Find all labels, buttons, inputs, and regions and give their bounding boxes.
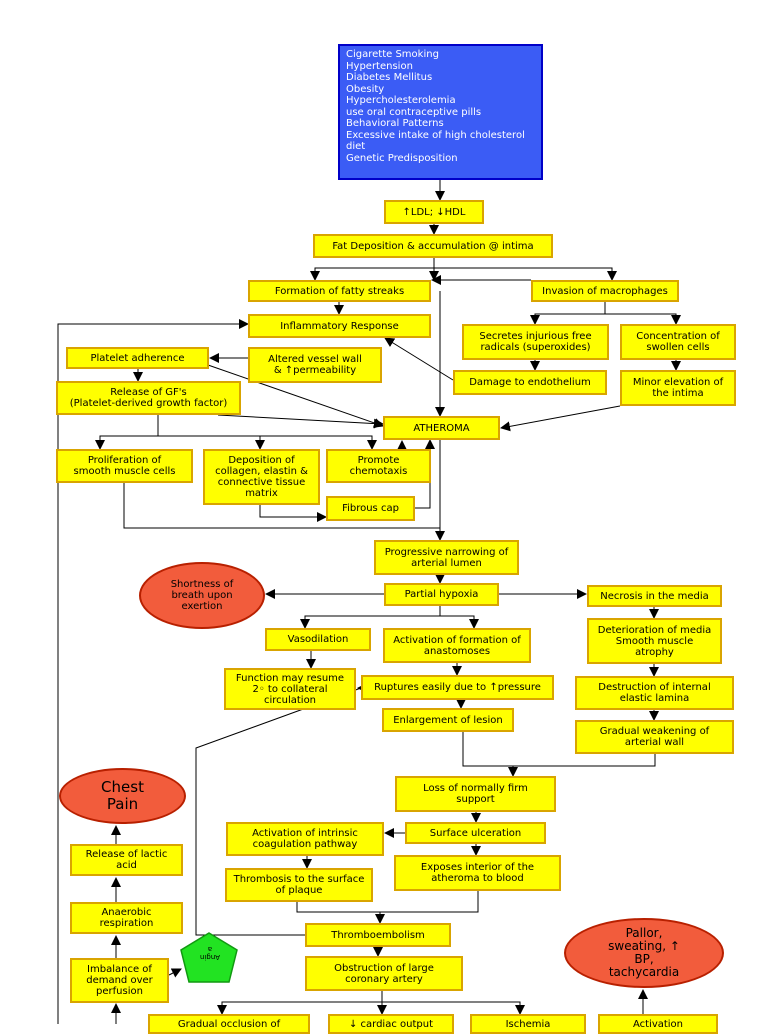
shortness-of-breath-oval: Shortness of breath upon exertion bbox=[139, 562, 265, 629]
connector-line bbox=[207, 364, 384, 428]
connector-line bbox=[300, 606, 441, 629]
node-ruptures: Ruptures easily due to ↑pressure bbox=[361, 675, 554, 700]
risk-factor-item: Hypercholesterolemia bbox=[346, 95, 456, 106]
connector-line bbox=[195, 687, 362, 936]
node-platelet-adherence: Platelet adherence bbox=[66, 347, 209, 369]
connector-line bbox=[57, 319, 249, 1024]
angina-label: Angin a bbox=[199, 945, 221, 961]
node-bottom-4: Activation bbox=[598, 1014, 718, 1034]
node-imbalance: Imbalance of demand over perfusion bbox=[70, 958, 169, 1003]
connector-line bbox=[384, 337, 454, 381]
node-vasodilation: Vasodilation bbox=[265, 628, 371, 651]
connector-line bbox=[296, 902, 385, 924]
node-free-radicals: Secretes injurious free radicals (supero… bbox=[462, 324, 609, 360]
connector-line bbox=[168, 968, 182, 978]
node-bottom-3: Ischemia bbox=[470, 1014, 586, 1034]
pallor-sweating-oval: Pallor, sweating, ↑ BP, tachycardia bbox=[564, 918, 724, 988]
node-bottom-1: Gradual occlusion of bbox=[148, 1014, 310, 1034]
node-fibrous-cap: Fibrous cap bbox=[326, 496, 415, 521]
connector-line bbox=[95, 415, 159, 450]
node-macrophages: Invasion of macrophages bbox=[531, 280, 679, 302]
risk-factor-item: Excessive intake of high cholesterol bbox=[346, 129, 525, 141]
connector-line bbox=[605, 313, 681, 325]
risk-factor-item: diet bbox=[346, 141, 366, 152]
connector-line bbox=[158, 435, 377, 450]
connector-line bbox=[310, 258, 435, 281]
node-thrombosis: Thrombosis to the surface of plaque bbox=[225, 868, 373, 902]
connector-line bbox=[434, 267, 617, 281]
risk-factor-item: use oral contraceptive pills bbox=[346, 106, 482, 118]
node-enlargement: Enlargement of lesion bbox=[382, 708, 514, 732]
node-obstruction: Obstruction of large coronary artery bbox=[305, 956, 463, 991]
connector-line bbox=[380, 891, 479, 913]
risk-factor-item: Behavioral Patterns bbox=[346, 118, 444, 129]
node-exposes: Exposes interior of the atheroma to bloo… bbox=[394, 855, 561, 891]
node-endothelium: Damage to endothelium bbox=[453, 370, 607, 395]
node-inflammatory: Inflammatory Response bbox=[248, 314, 431, 338]
chest-pain-oval: Chest Pain bbox=[59, 768, 186, 824]
node-weakening: Gradual weakening of arterial wall bbox=[575, 720, 734, 754]
node-release-gf: Release of GF's (Platelet-derived growth… bbox=[56, 381, 241, 415]
connector-line bbox=[123, 483, 440, 529]
risk-factor-item: Genetic Predisposition bbox=[346, 152, 458, 164]
node-narrowing: Progressive narrowing of arterial lumen bbox=[374, 540, 519, 575]
node-necrosis: Necrosis in the media bbox=[587, 585, 722, 607]
connector-line bbox=[259, 505, 327, 522]
node-chemotaxis: Promote chemotaxis bbox=[326, 449, 431, 483]
node-ulceration: Surface ulceration bbox=[405, 822, 546, 844]
node-destruction: Destruction of internal elastic lamina bbox=[575, 676, 734, 710]
connector-line bbox=[382, 1001, 525, 1015]
node-deterioration: Deterioration of media Smooth muscle atr… bbox=[587, 618, 722, 664]
connector-line bbox=[513, 754, 656, 767]
connector-line bbox=[158, 435, 265, 450]
node-swollen-cells: Concentration of swollen cells bbox=[620, 324, 736, 360]
node-fat-deposition: Fat Deposition & accumulation @ intima bbox=[313, 234, 553, 258]
angina-pentagon bbox=[180, 932, 238, 983]
risk-factor-item: Diabetes Mellitus bbox=[346, 72, 433, 83]
node-bottom-2: ↓ cardiac output bbox=[328, 1014, 454, 1034]
connector-line bbox=[440, 615, 479, 629]
connector-line bbox=[462, 732, 518, 777]
connector-line bbox=[530, 302, 606, 325]
connector-line bbox=[500, 405, 621, 432]
node-fatty-streaks: Formation of fatty streaks bbox=[248, 280, 431, 302]
node-hypoxia: Partial hypoxia bbox=[384, 583, 499, 606]
node-lactic-acid: Release of lactic acid bbox=[70, 844, 183, 876]
node-intrinsic: Activation of intrinsic coagulation path… bbox=[226, 822, 384, 856]
node-loss-firm: Loss of normally firm support bbox=[395, 776, 556, 812]
node-anaerobic: Anaerobic respiration bbox=[70, 902, 183, 934]
node-anastomoses: Activation of formation of anastomoses bbox=[383, 628, 531, 663]
node-atheroma: ATHEROMA bbox=[383, 416, 500, 440]
node-collagen: Deposition of collagen, elastin & connec… bbox=[203, 449, 320, 505]
node-thromboembolism: Thromboembolism bbox=[305, 923, 451, 947]
risk-factor-item: Hypertension bbox=[346, 60, 413, 72]
node-proliferation: Proliferation of smooth muscle cells bbox=[56, 449, 193, 483]
connector-line bbox=[217, 414, 384, 429]
node-function-resume: Function may resume 2◦ to collateral cir… bbox=[224, 668, 356, 710]
risk-factor-item: Obesity bbox=[346, 83, 385, 95]
node-altered-wall: Altered vessel wall & ↑permeability bbox=[248, 347, 382, 383]
risk-factor-item: Cigarette Smoking bbox=[346, 49, 439, 60]
connector-line bbox=[217, 991, 383, 1015]
node-ldl-hdl: ↑LDL; ↓HDL bbox=[384, 200, 484, 224]
node-minor-elevation: Minor elevation of the intima bbox=[620, 370, 736, 406]
